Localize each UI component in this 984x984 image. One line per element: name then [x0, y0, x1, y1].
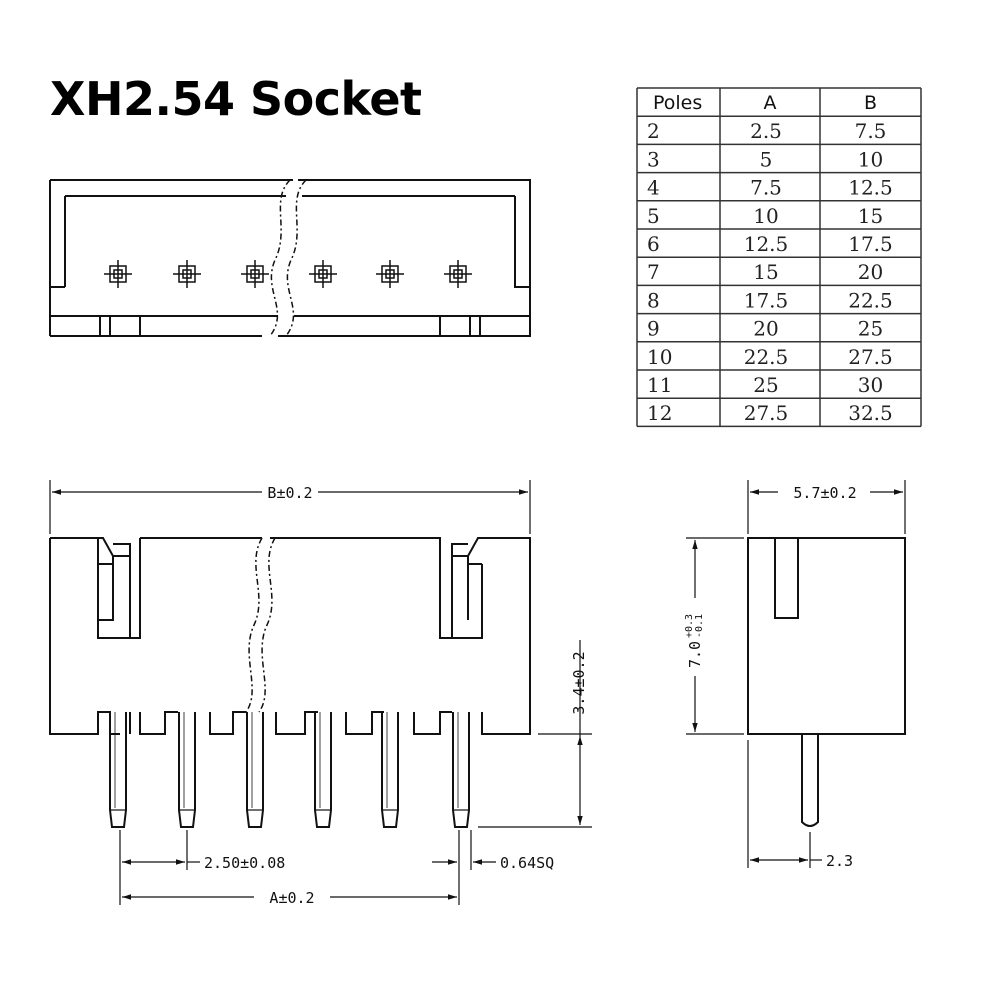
height-tol-plus-label: +0.3 — [684, 614, 695, 638]
front-view-break-line — [245, 537, 263, 713]
table-header-cell: A — [764, 92, 777, 114]
top-view-break-line — [269, 179, 291, 337]
table-cell: 12.5 — [744, 232, 789, 256]
side-width-label: 5.7±0.2 — [793, 484, 856, 502]
table-cell: 11 — [647, 373, 672, 397]
table-cell: 22.5 — [848, 288, 893, 312]
table-header-cell: B — [864, 92, 877, 114]
top-view-inner-frame — [50, 195, 530, 317]
table-cell: 22.5 — [744, 345, 789, 369]
page-title: XH2.54 Socket — [50, 72, 422, 126]
table-cell: 5 — [760, 147, 773, 171]
top-view-legs — [99, 316, 481, 336]
table-cell: 4 — [647, 176, 660, 200]
table-cell: 25 — [858, 317, 883, 341]
table-cell: 27.5 — [744, 401, 789, 425]
height-label: 7.0 +0.3 -0.1 — [684, 614, 705, 668]
table-cell: 10 — [647, 345, 672, 369]
side-view — [747, 537, 906, 827]
table-cell: 32.5 — [848, 401, 893, 425]
table-cell: 12 — [647, 401, 672, 425]
top-view — [49, 179, 531, 337]
a-dimension-label: A±0.2 — [269, 889, 314, 907]
table-cell: 12.5 — [848, 176, 893, 200]
top-view-pins — [104, 260, 472, 288]
front-view-slots — [129, 711, 452, 735]
table-cell: 20 — [753, 317, 778, 341]
front-view-pin — [452, 712, 470, 828]
table-cell: 15 — [753, 260, 778, 284]
side-view-slot — [774, 538, 799, 619]
table-cell: 15 — [858, 204, 883, 228]
front-view-pin — [314, 712, 332, 828]
side-view-dimensions — [686, 480, 906, 868]
table-cell: 25 — [753, 373, 778, 397]
table-cell: 7 — [647, 260, 660, 284]
table-grid — [636, 87, 922, 428]
table-cell: 7.5 — [855, 119, 887, 143]
top-view-pin — [376, 260, 404, 288]
height-base-label: 7.0 — [686, 641, 704, 668]
side-view-pin — [801, 734, 819, 827]
front-view-latches — [98, 543, 482, 638]
table-cell: 5 — [647, 204, 660, 228]
front-view-pin — [381, 712, 399, 828]
top-view-pin — [444, 260, 472, 288]
table-cell: 30 — [858, 373, 883, 397]
table-cell: 20 — [858, 260, 883, 284]
top-view-pin — [241, 260, 269, 288]
front-view-pins — [109, 712, 470, 828]
table-cell: 3 — [647, 147, 660, 171]
front-view-pin — [109, 712, 127, 828]
table-header-cell: Poles — [653, 92, 702, 114]
side-view-body — [747, 537, 906, 735]
table-cell: 2.5 — [750, 119, 782, 143]
table-cell: 27.5 — [848, 345, 893, 369]
table-cell: 2 — [647, 119, 660, 143]
table-cell: 9 — [647, 317, 660, 341]
top-view-pin — [104, 260, 132, 288]
top-view-pin — [309, 260, 337, 288]
top-view-pin — [173, 260, 201, 288]
front-view — [49, 537, 531, 735]
table-cell: 8 — [647, 288, 660, 312]
b-dimension-label: B±0.2 — [267, 484, 312, 502]
table-cell: 17.5 — [848, 232, 893, 256]
pitch-dimension-label: 2.50±0.08 — [204, 854, 285, 872]
table-cell: 10 — [753, 204, 778, 228]
table-cell: 17.5 — [744, 288, 789, 312]
table-cell: 7.5 — [750, 176, 782, 200]
front-view-pin — [178, 712, 196, 828]
pin-square-label: 0.64SQ — [500, 854, 554, 872]
table-cell: 10 — [858, 147, 883, 171]
height-tol-minus-label: -0.1 — [694, 614, 705, 638]
pin-offset-label: 2.3 — [826, 852, 853, 870]
front-view-body-outline — [49, 537, 141, 735]
front-view-dimensions — [49, 480, 592, 905]
pin-length-label: 3.4±0.2 — [570, 651, 588, 714]
table-cell: 6 — [647, 232, 660, 256]
front-view-pin — [246, 712, 264, 828]
top-view-outline — [50, 179, 531, 337]
